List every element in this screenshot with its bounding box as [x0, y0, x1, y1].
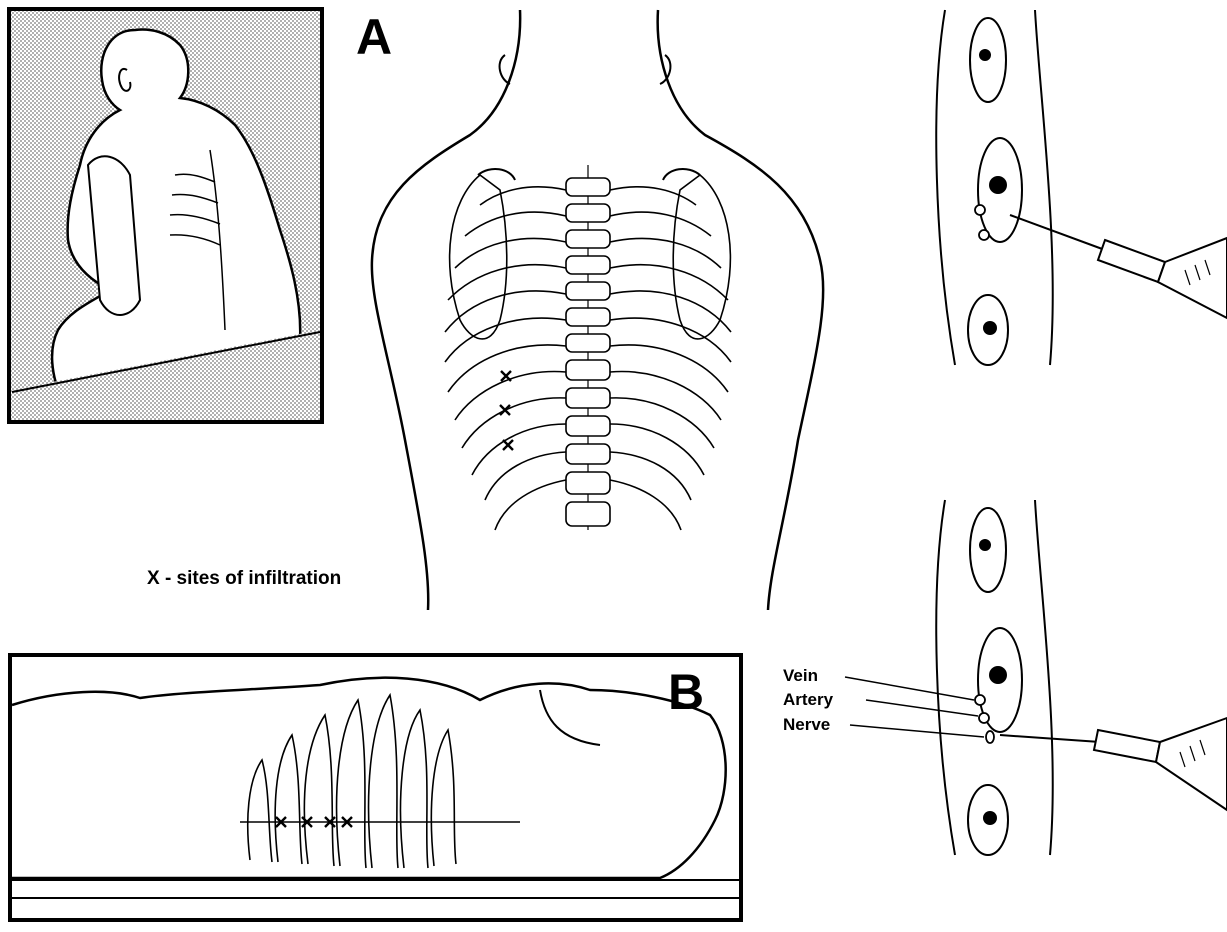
nerve-structure: [986, 731, 994, 743]
seated-patient-inset: [9, 9, 322, 422]
syringe-icon: [1098, 240, 1165, 282]
panel-label-b: B: [668, 667, 704, 717]
needle-icon: [1094, 730, 1160, 762]
vein-structure: [975, 695, 985, 705]
panel-label-a: A: [356, 12, 392, 62]
intercostal-section-top: [936, 10, 1227, 365]
vein-label: Vein: [783, 666, 818, 686]
artery-structure: [979, 713, 989, 723]
nerve-label: Nerve: [783, 715, 830, 735]
intercostal-section-bottom: [845, 500, 1227, 855]
back-spine-diagram: [372, 10, 823, 610]
prone-patient-panel: [10, 655, 741, 920]
artery-label: Artery: [783, 690, 833, 710]
infiltration-caption: X - sites of infiltration: [147, 568, 341, 590]
